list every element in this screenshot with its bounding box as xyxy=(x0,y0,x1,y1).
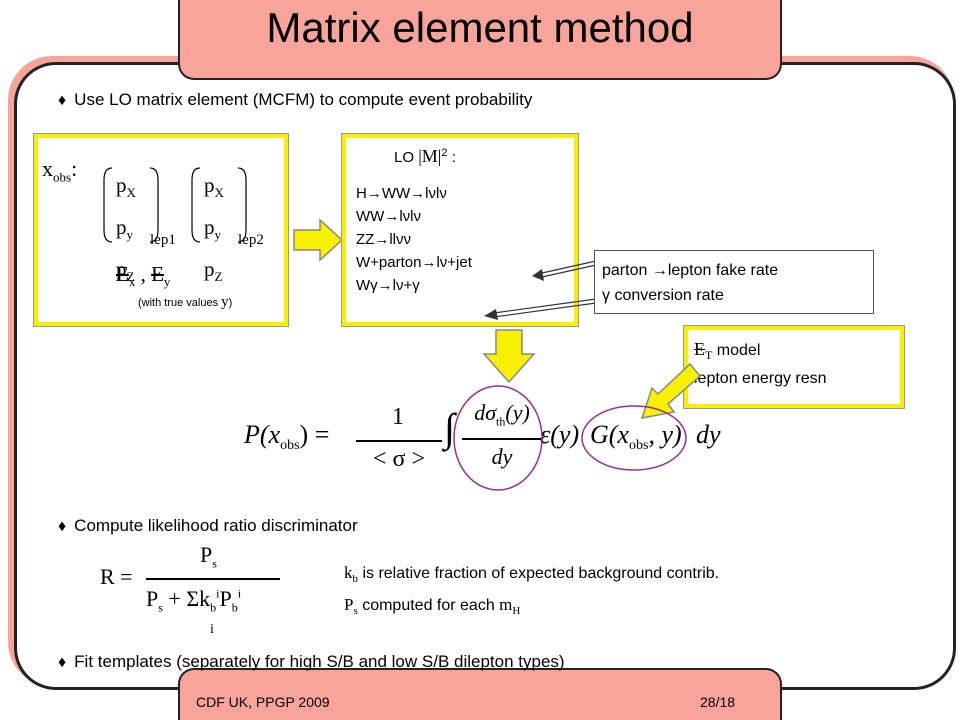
right-arrow-icon xyxy=(293,218,344,262)
bullet-2: ♦ Compute likelihood ratio discriminator xyxy=(58,516,358,536)
process-item: WW→lνlν xyxy=(356,208,421,225)
fraction-line xyxy=(356,440,442,442)
process-item: ZZ→llνν xyxy=(356,231,411,248)
lep2-vector: pX py pZ xyxy=(204,173,224,285)
vector-brackets xyxy=(103,167,247,243)
true-values-note: (with true values y) xyxy=(138,294,233,310)
dsigma-numerator: dσth(y) xyxy=(474,400,530,429)
process-item: Wγ→lν+γ xyxy=(356,277,420,294)
resolution-term: G(xobs, y) xyxy=(590,420,682,454)
ratio-numerator: Ps xyxy=(200,542,217,571)
x-obs-label: xobs: xyxy=(42,156,78,185)
footer-text: CDF UK, PPGP 2009 xyxy=(196,694,330,710)
ratio-denominator: Ps + ΣkbiPbi xyxy=(146,586,242,615)
ratio-notes: kb is relative fraction of expected back… xyxy=(344,563,720,618)
title-tab xyxy=(178,0,782,80)
lep1-label: lep1 xyxy=(150,232,176,248)
met-model-box xyxy=(683,325,905,409)
fake-rate-box xyxy=(594,250,874,314)
formula-dy: dy xyxy=(696,420,721,449)
formula-numerator: 1 xyxy=(392,404,404,430)
double-arrow-icon xyxy=(484,260,597,320)
diagonal-arrow-icon xyxy=(640,362,702,419)
slide-title: Matrix element method xyxy=(266,4,694,51)
dsigma-denominator: dy xyxy=(491,444,513,469)
diamond-bullet-icon: ♦ xyxy=(58,654,67,671)
sum-index: i xyxy=(210,622,214,637)
integral-sign: ∫ xyxy=(444,405,455,450)
diamond-bullet-icon: ♦ xyxy=(58,92,67,109)
lep2-label: lep2 xyxy=(238,232,264,248)
lep1-vector: pX py pZ xyxy=(116,173,136,285)
efficiency-term: ε(y) xyxy=(540,420,580,449)
down-arrow-icon xyxy=(482,329,536,384)
bullet-1: ♦ Use LO matrix element (MCFM) to compute… xyxy=(58,90,532,110)
highlight-ellipses xyxy=(453,385,687,491)
fake-rate-text: parton →lepton fake rate γ conversion ra… xyxy=(602,262,779,304)
dsigma-fraction-line xyxy=(462,438,542,440)
bullet-2-text: Compute likelihood ratio discriminator xyxy=(74,516,358,535)
process-item: H→WW→lνlν xyxy=(356,185,447,202)
ratio-fraction-line xyxy=(146,578,280,580)
formula-denominator: < σ > xyxy=(372,446,425,472)
met-components: Ex , Ey xyxy=(116,262,171,290)
page-number: 28/18 xyxy=(700,694,736,710)
process-list: H→WW→lνlν WW→lνlν ZZ→llνν W+parton→lν+je… xyxy=(356,182,472,297)
met-model-text: ET model lepton energy resn xyxy=(694,339,827,388)
lo-header: LO |M|2 : xyxy=(394,146,456,166)
bullet-1-text: Use LO matrix element (MCFM) to compute … xyxy=(74,90,533,109)
diamond-bullet-icon: ♦ xyxy=(58,518,67,535)
footer-tab xyxy=(178,668,782,720)
process-item: W+parton→lν+jet xyxy=(356,254,472,271)
probability-formula-lhs: P(xobs) = xyxy=(244,420,330,454)
bullet-3-text: Fit templates (separately for high S/B a… xyxy=(74,652,565,671)
bullet-3: ♦ Fit templates (separately for high S/B … xyxy=(58,652,565,672)
lo-matrix-box xyxy=(341,133,579,327)
ratio-lhs: R = xyxy=(100,564,133,589)
